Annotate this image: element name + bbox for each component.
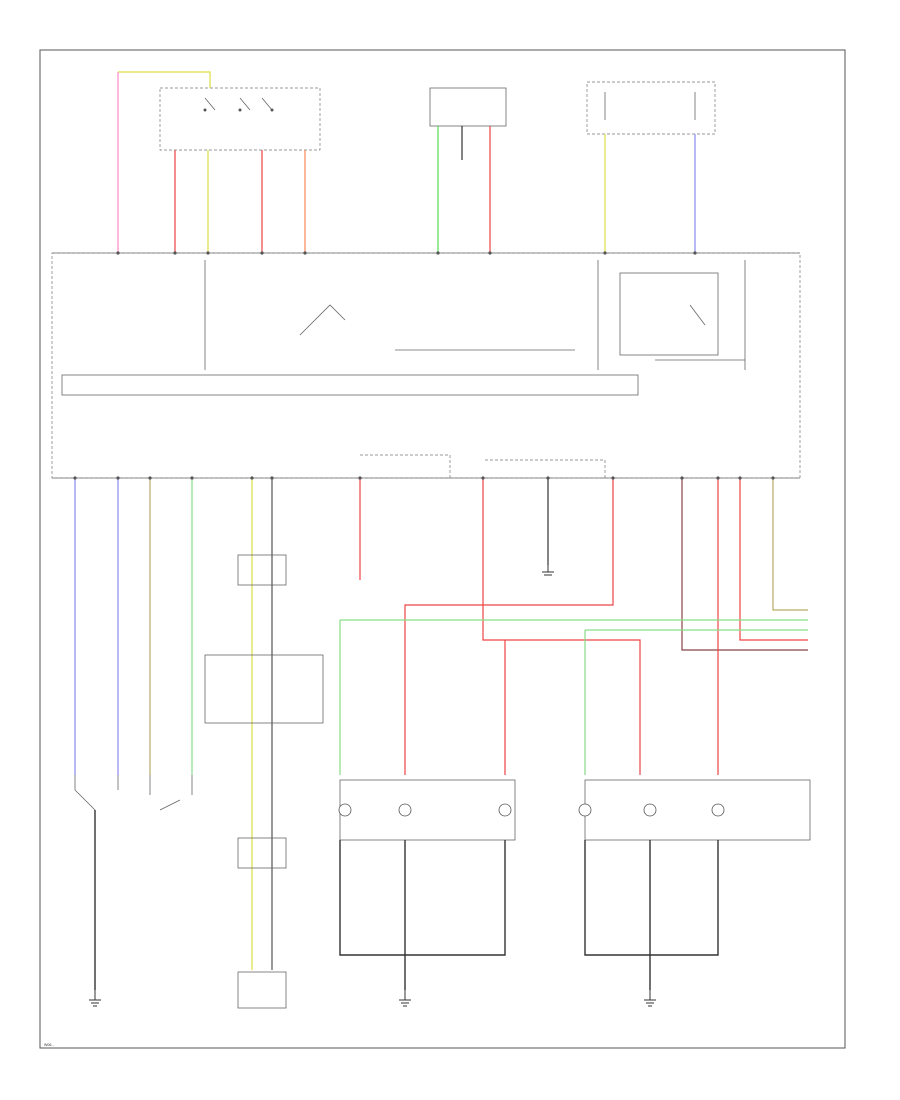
top-center-module bbox=[429, 87, 507, 127]
ground-symbol-center bbox=[399, 990, 411, 1007]
junction-connector-upper bbox=[237, 554, 287, 586]
wires-bottom bbox=[74, 478, 808, 970]
bottom-left-switches bbox=[74, 775, 193, 990]
ground-symbol-mid bbox=[542, 565, 554, 576]
ground-symbol-right bbox=[644, 990, 656, 1007]
ground-symbol-left bbox=[89, 990, 101, 1007]
inner-relay-box bbox=[619, 272, 719, 356]
central-inner-block bbox=[61, 374, 639, 396]
footer-code: W06... bbox=[44, 1043, 54, 1047]
bottom-switch-module bbox=[237, 971, 287, 1009]
right-lamp-group bbox=[578, 779, 811, 990]
wires-top bbox=[117, 72, 696, 253]
diagram-frame bbox=[39, 49, 846, 1049]
splice-box bbox=[204, 654, 324, 724]
central-unit-outline bbox=[51, 252, 801, 479]
top-left-switch-group bbox=[118, 71, 321, 151]
left-lamp-group bbox=[338, 779, 516, 990]
junction-connector-lower bbox=[237, 837, 287, 869]
connector-pins bbox=[73, 251, 775, 480]
top-right-relays bbox=[586, 81, 716, 135]
